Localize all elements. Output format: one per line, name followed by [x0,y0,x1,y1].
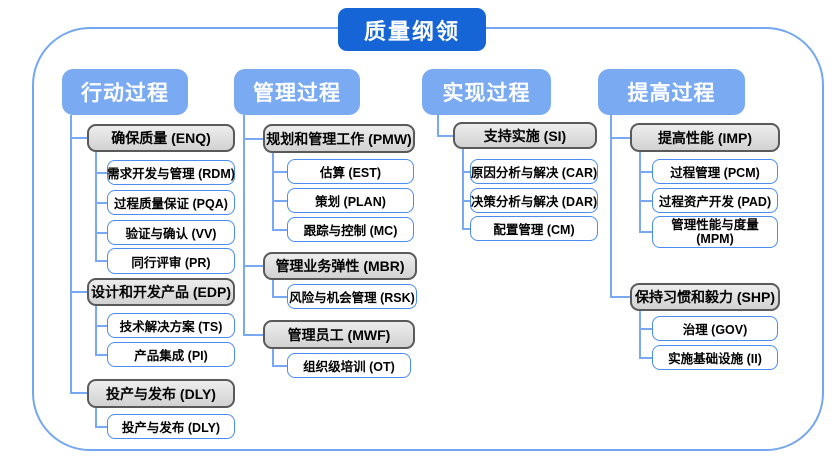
connector [462,149,464,229]
connector [272,171,287,173]
node-edp: 设计和开发产品 (EDP) [87,278,235,306]
node-dly-child: 投产与发布 (DLY) [107,414,235,439]
connector [462,171,470,173]
connector [639,200,652,202]
connector [639,152,641,232]
node-ts: 技术解决方案 (TS) [107,313,235,338]
connector [70,291,87,293]
connector [95,426,107,428]
node-ii: 实施基础设施 (II) [652,345,778,370]
connector [95,306,97,355]
connector [639,357,652,359]
connector [272,229,287,231]
connector [95,408,97,427]
node-pad: 过程资产开发 (PAD) [652,188,778,213]
node-cm: 配置管理 (CM) [470,216,598,241]
connector [639,311,641,358]
column-header-action-process: 行动过程 [62,69,188,115]
node-pcm: 过程管理 (PCM) [652,159,778,184]
node-mwf: 管理员工 (MWF) [263,320,415,349]
column-header-improvement-process: 提高过程 [598,69,745,115]
connector [437,135,453,137]
connector [95,354,107,356]
node-dar: 决策分析与解决 (DAR) [470,188,598,213]
node-mpm: 管理性能与度量 (MPM) [652,216,778,248]
node-imp: 提高性能 (IMP) [630,123,780,152]
node-ot: 组织级培训 (OT) [287,353,411,378]
connector [610,296,630,298]
connector [639,231,652,233]
connector [639,171,652,173]
connector [95,172,107,174]
node-si: 支持实施 (SI) [453,122,597,149]
connector [272,365,287,367]
connector [272,280,274,297]
connector [70,115,72,393]
connector [272,153,274,230]
node-car: 原因分析与解决 (CAR) [470,159,598,184]
connector [95,152,97,261]
connector [243,265,263,267]
column-header-implementation-process: 实现过程 [422,69,551,115]
connector [243,115,245,335]
node-mc: 跟踪与控制 (MC) [287,217,414,242]
connector [272,200,287,202]
diagram-title: 质量纲领 [338,8,486,51]
node-shp: 保持习惯和毅力 (SHP) [630,283,780,311]
connector [95,232,107,234]
column-header-management-process: 管理过程 [234,69,360,115]
node-gov: 治理 (GOV) [652,316,778,341]
connector [272,349,274,366]
connector [610,115,612,297]
connector [70,137,87,139]
node-vv: 验证与确认 (VV) [107,220,235,245]
node-plan: 策划 (PLAN) [287,188,414,213]
connector [243,138,263,140]
connector [639,328,652,330]
connector [243,334,263,336]
node-rsk: 风险与机会管理 (RSK) [287,284,417,309]
connector [70,392,87,394]
node-est: 估算 (EST) [287,159,414,184]
connector [95,260,107,262]
node-rdm: 需求开发与管理 (RDM) [107,160,235,185]
connector [437,115,439,136]
connector [95,202,107,204]
node-dly: 投产与发布 (DLY) [87,379,235,408]
connector [610,137,630,139]
node-enq: 确保质量 (ENQ) [87,124,235,152]
node-pmw: 规划和管理工作 (PMW) [263,124,415,153]
connector [95,325,107,327]
node-pqa: 过程质量保证 (PQA) [107,190,235,215]
node-pi: 产品集成 (PI) [107,342,235,367]
connector [462,200,470,202]
connector [272,296,287,298]
connector [462,228,470,230]
node-pr: 同行评审 (PR) [107,248,235,274]
node-mbr: 管理业务弹性 (MBR) [263,252,417,280]
